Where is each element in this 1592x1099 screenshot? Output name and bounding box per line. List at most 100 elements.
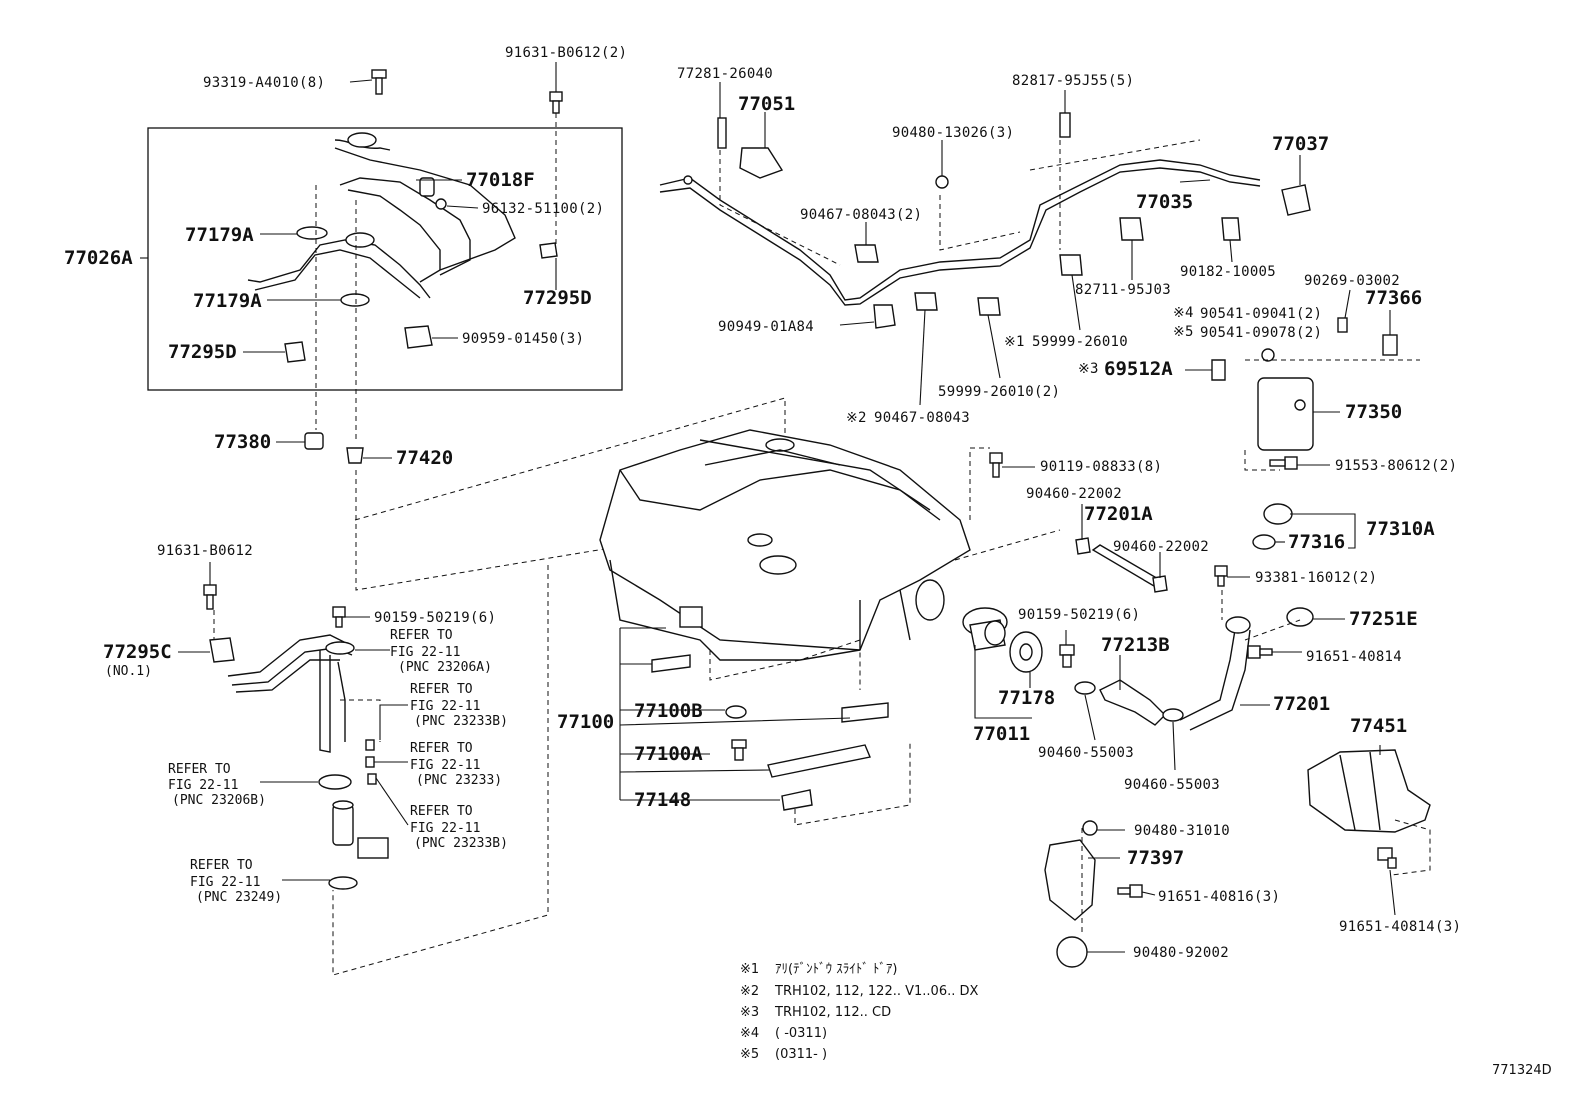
diagram-id: 771324D [1492,1063,1552,1078]
part-77018F-hose [419,177,435,197]
refer-line-1: REFER TO [190,858,253,873]
label-90460-22002-a: 90460-22002 [1026,486,1122,502]
refer-line-1: REFER TO [410,804,473,819]
footnote-text: TRH102, 112, 122.. V1..06.. DX [774,984,978,999]
label-82817: 82817-95J55(5) [1012,73,1134,89]
refer-to-4: REFER TO FIG 22-11 (PNC 23206B) [168,762,266,808]
footnote-mark: ※5 [740,1047,759,1062]
label-90119: 90119-08833(8) [1040,459,1162,475]
part-77295D-clamp-1 [539,242,558,259]
footnote-text: TRH102, 112.. CD [774,1005,891,1020]
part-77037-bracket [1281,184,1311,216]
refer-line-1: REFER TO [410,682,473,697]
refer-line-3: (PNC 23233B) [414,836,508,851]
label-77011: 77011 [973,723,1030,745]
refer-line-2: FIG 22-11 [168,778,238,793]
pump-part-23233 [365,756,375,768]
label-77310A: 77310A [1366,518,1435,540]
footnote-mark: ※3 [740,1005,759,1020]
part-77316-cap [1263,503,1293,525]
bolt-91651-40816-icon [1117,884,1143,898]
part-77350-lid [1257,377,1314,451]
label-mark3: ※3 [1078,361,1099,377]
label-77148: 77148 [634,789,691,811]
label-91631-top: 91631-B0612(2) [505,45,627,61]
label-77366: 77366 [1365,287,1422,309]
label-77179A-2: 77179A [193,290,262,312]
fuel-pump-bracket [227,634,355,753]
refer-line-3: (PNC 23233B) [414,714,508,729]
refer-to-5: REFER TO FIG 22-11 (PNC 23233B) [410,804,508,851]
label-91651-40814-3: 91651-40814(3) [1339,919,1461,935]
label-90467-08043: 90467-08043 [874,410,970,426]
part-labels: 93319-A4010(8) 91631-B0612(2) 77281-2604… [64,45,1461,961]
bolt-91631-left-icon [203,584,217,610]
label-91651-40816: 91651-40816(3) [1158,889,1280,905]
part-77179A-ring-1 [296,226,328,240]
part-69512A [1211,359,1226,381]
part-77366 [1382,334,1398,356]
label-96132: 96132-51100(2) [482,201,604,217]
part-77100-pad-3 [767,744,871,778]
label-77397: 77397 [1127,847,1184,869]
label-77316: 77316 [1288,531,1345,553]
label-77178: 77178 [998,687,1055,709]
part-90269 [1337,317,1348,333]
label-90460-55003-b: 90460-55003 [1124,777,1220,793]
part-59999-clip-1 [1059,254,1083,276]
label-77251E: 77251E [1349,608,1418,630]
label-77051: 77051 [738,93,795,115]
bolt-91631-top-icon [549,91,563,114]
label-90480-13026: 90480-13026(3) [892,125,1014,141]
label-77026A: 77026A [64,247,133,269]
fuel-tank-77100 [599,429,971,661]
refer-line-1: REFER TO [390,628,453,643]
pump-part-23233B-1 [365,739,375,751]
footnote-text: ｱﾘ(ﾃﾞﾝﾄﾞｳ ｽﾗｲﾄﾞ ﾄﾞｱ) [775,962,897,977]
bolt-93381-icon [1214,565,1228,587]
refer-line-2: FIG 22-11 [390,645,460,660]
label-77350: 77350 [1345,401,1402,423]
part-77420 [346,447,364,464]
label-93319: 93319-A4010(8) [203,75,325,91]
bolt-93319-icon [371,69,387,95]
part-90460-22002-a [1075,537,1091,555]
label-90269: 90269-03002 [1304,273,1400,289]
label-90949: 90949-01A84 [718,319,814,335]
refer-to-6: REFER TO FIG 22-11 (PNC 23249) [190,858,282,905]
label-77201: 77201 [1273,693,1330,715]
refer-to-3: REFER TO FIG 22-11 (PNC 23233) [410,741,502,788]
label-77213B: 77213B [1101,634,1170,656]
part-90949-clip [873,304,896,329]
label-59999-b: 59999-26010(2) [938,384,1060,400]
label-90541-b: 90541-09078(2) [1200,325,1322,341]
footnote-mark: ※2 [740,984,759,999]
part-77100B [725,705,747,719]
part-77148-clip [781,789,813,811]
part-90460-55003-b [1162,708,1184,722]
label-77035: 77035 [1136,191,1193,213]
bolt-90119-icon [989,452,1003,478]
pump-part-23249 [328,876,358,890]
label-90467-08043-2: 90467-08043(2) [800,207,922,223]
part-77281 [717,117,727,149]
part-77100-pad-1 [651,654,691,673]
label-90460-55003-a: 90460-55003 [1038,745,1134,761]
refer-line-3: (PNC 23233) [416,773,502,788]
label-77179A-1: 77179A [185,224,254,246]
label-77295D-2: 77295D [168,341,237,363]
label-77018F: 77018F [466,169,535,191]
part-77051-bracket [739,147,784,179]
part-90182-grommet [1221,217,1241,241]
label-77100B: 77100B [634,700,703,722]
fuel-pump-icon [332,800,389,859]
footnote-text: ( -0311) [775,1026,827,1041]
label-mark5: ※5 [1173,324,1194,340]
label-77281: 77281-26040 [677,66,773,82]
bolt-90159-right-icon [1059,644,1075,668]
pump-part-23206B [318,774,352,790]
label-90480-31010: 90480-31010 [1134,823,1230,839]
refer-line-2: FIG 22-11 [190,875,260,890]
part-90460-22002-b [1152,575,1168,593]
